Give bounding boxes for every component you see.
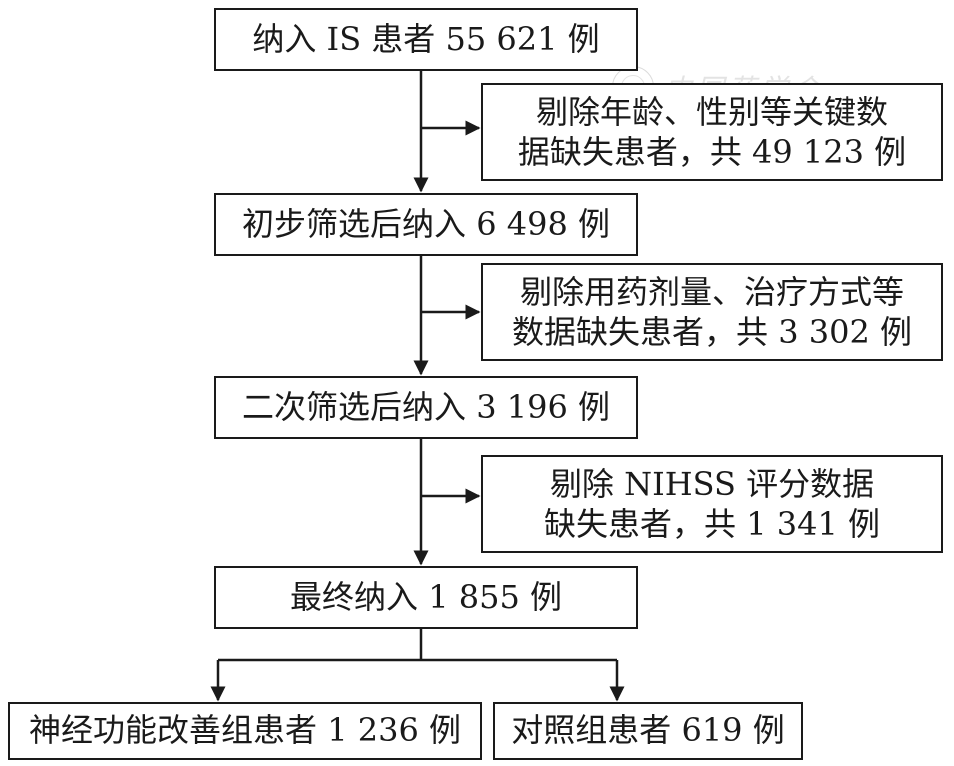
exclusion-box-first: 剔除年龄、性别等关键数 据缺失患者，共 49 123 例 bbox=[481, 83, 943, 181]
exclusion-box-second: 剔除用药剂量、治疗方式等 数据缺失患者，共 3 302 例 bbox=[481, 263, 943, 361]
control-group-box: 对照组患者 619 例 bbox=[493, 702, 803, 760]
exclusion-second-line-1: 剔除用药剂量、治疗方式等 bbox=[519, 273, 904, 311]
exclusion-first-line-1: 剔除年龄、性别等关键数 bbox=[535, 93, 888, 131]
initial-patients-label: 纳入 IS 患者 55 621 例 bbox=[252, 19, 600, 58]
final-inclusion-label: 最终纳入 1 855 例 bbox=[290, 577, 562, 616]
exclusion-third-line-1: 剔除 NIHSS 评分数据 bbox=[549, 465, 875, 503]
first-screening-box: 初步筛选后纳入 6 498 例 bbox=[214, 193, 638, 256]
exclusion-third-line-2: 缺失患者，共 1 341 例 bbox=[544, 505, 880, 543]
improved-group-label: 神经功能改善组患者 1 236 例 bbox=[29, 711, 461, 750]
second-screening-label: 二次筛选后纳入 3 196 例 bbox=[242, 387, 610, 426]
exclusion-box-third: 剔除 NIHSS 评分数据 缺失患者，共 1 341 例 bbox=[481, 455, 943, 553]
initial-patients-box: 纳入 IS 患者 55 621 例 bbox=[214, 8, 638, 71]
second-screening-box: 二次筛选后纳入 3 196 例 bbox=[214, 376, 638, 439]
exclusion-first-line-2: 据缺失患者，共 49 123 例 bbox=[517, 133, 907, 171]
first-screening-label: 初步筛选后纳入 6 498 例 bbox=[242, 204, 610, 243]
exclusion-second-line-2: 数据缺失患者，共 3 302 例 bbox=[512, 313, 912, 351]
control-group-label: 对照组患者 619 例 bbox=[511, 711, 785, 750]
final-inclusion-box: 最终纳入 1 855 例 bbox=[214, 566, 638, 629]
improved-group-box: 神经功能改善组患者 1 236 例 bbox=[8, 702, 482, 760]
